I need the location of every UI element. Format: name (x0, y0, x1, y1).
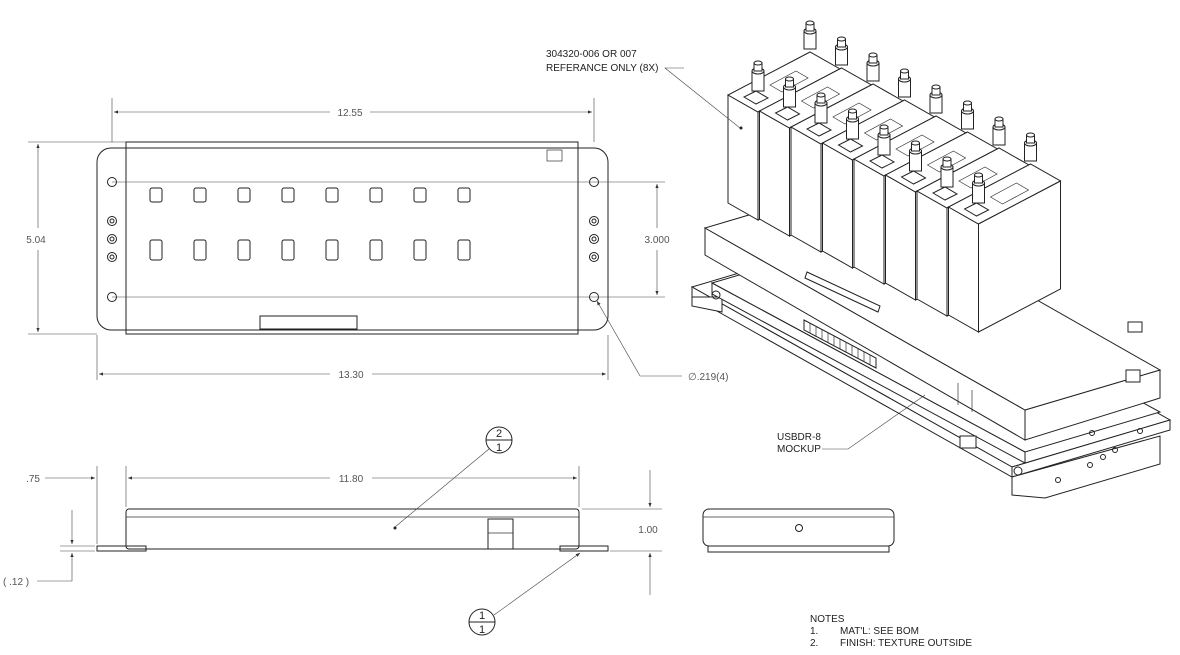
dim-hole-spacing: 3.000 (644, 235, 669, 246)
end-view-outline (702, 508, 895, 547)
iso-modules (726, 20, 1062, 333)
callout-mockup: USBDR-8 MOCKUP (777, 394, 926, 455)
dim-thickness: ( .12 ) (3, 577, 29, 588)
end-view (702, 508, 895, 553)
callout-mockup-line2: MOCKUP (777, 444, 821, 455)
cutout-lower (413, 239, 427, 261)
dim-height: 5.04 (26, 235, 46, 246)
top-view-slot (259, 315, 358, 330)
cutout-lower (369, 239, 383, 261)
cutout-upper (193, 187, 207, 203)
callout-ref-line1: 304320-006 OR 007 (546, 49, 637, 60)
note-1-number: 1. (810, 626, 818, 637)
note-1-text: MAT'L: SEE BOM (840, 626, 919, 637)
callout-ref-line2: REFERANCE ONLY (8X) (546, 63, 658, 74)
cutout-upper (457, 187, 471, 203)
side-view (96, 508, 803, 552)
note-2-number: 2. (810, 638, 818, 649)
dim-overall-width: 13.30 (338, 370, 363, 381)
side-view-connector (487, 518, 514, 550)
side-view-enclosure (125, 508, 580, 550)
dim-side-width: 11.80 (339, 474, 364, 485)
svg-text:1: 1 (479, 610, 485, 622)
end-view-screw (795, 524, 803, 532)
balloon-item-2: 2 1 (394, 426, 513, 528)
callout-reference: 304320-006 OR 007 REFERANCE ONLY (8X) (546, 49, 741, 129)
cutout-lower (281, 239, 295, 261)
top-view-dimensions: 12.55 5.04 3.000 13.30 ∅.219(4) (26, 98, 728, 383)
balloon-item-1: 1 1 (468, 552, 581, 636)
cutout-upper (149, 187, 163, 203)
cutout-lower (457, 239, 471, 261)
note-2-text: FINISH: TEXTURE OUTSIDE (840, 638, 972, 649)
mounting-holes (107, 177, 599, 302)
notes-block: NOTES 1. MAT'L: SEE BOM 2. FINISH: TEXTU… (810, 614, 972, 649)
svg-text:1: 1 (496, 442, 502, 454)
top-view-enclosure-outline (125, 141, 579, 335)
cutout-upper (325, 187, 339, 203)
isometric-view (690, 20, 1172, 499)
notes-title: NOTES (810, 614, 845, 625)
cutout-lower (149, 239, 163, 261)
svg-text:1: 1 (479, 624, 485, 636)
callout-mockup-line1: USBDR-8 (777, 432, 821, 443)
dim-flange: .75 (26, 474, 40, 485)
cutout-upper (237, 187, 251, 203)
dim-side-height: 1.00 (638, 525, 658, 536)
connector-cutouts (149, 187, 471, 261)
top-view-flange-outline (96, 147, 609, 331)
side-screws (107, 216, 599, 262)
svg-text:2: 2 (496, 428, 502, 440)
cutout-upper (413, 187, 427, 203)
cutout-lower (325, 239, 339, 261)
cutout-lower (193, 239, 207, 261)
side-view-dimensions: 11.80 .75 1.00 ( .12 ) (3, 466, 662, 595)
top-view-corner-notch (546, 149, 563, 162)
top-view (96, 141, 665, 335)
iso-header-pins (803, 319, 877, 369)
cutout-lower (237, 239, 251, 261)
iso-module (947, 132, 1062, 333)
dim-top-width: 12.55 (337, 108, 362, 119)
dim-hole-diameter: ∅.219(4) (688, 372, 728, 383)
cutout-upper (369, 187, 383, 203)
cutout-upper (281, 187, 295, 203)
